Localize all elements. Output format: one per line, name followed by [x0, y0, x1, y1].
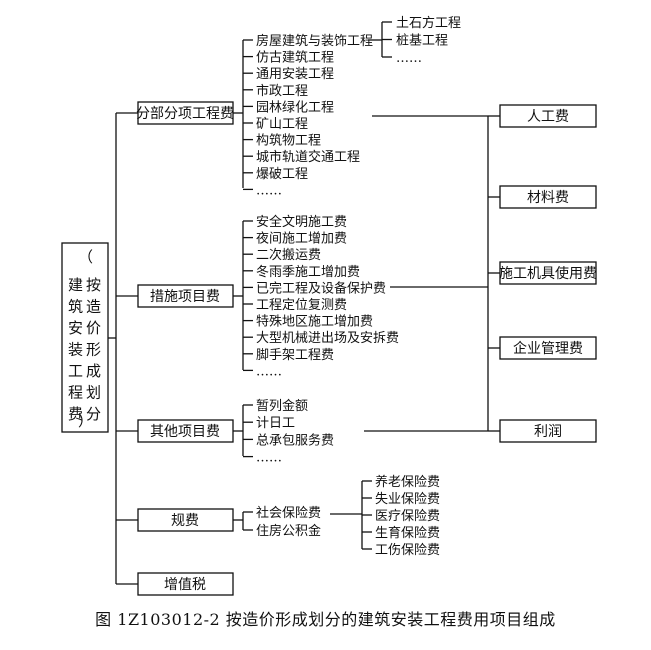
item-fbfx: 构筑物工程 [256, 133, 321, 149]
item-fbfx: 园林绿化工程 [256, 100, 334, 115]
item-csxm: 特殊地区施工增加费 [256, 315, 373, 330]
item-csxm: 安全文明施工费 [256, 214, 347, 230]
item-csxm: 脚手架工程费 [256, 347, 334, 363]
subitem-fbfx: 桩基工程 [396, 34, 448, 49]
item-csxm: 夜间施工增加费 [256, 232, 347, 247]
component-label-labor: 人工费 [527, 109, 569, 125]
item-csxm: 冬雨季施工增加费 [256, 264, 360, 280]
subitem-gf: 工伤保险费 [375, 543, 440, 558]
item-csxm: 二次搬运费 [256, 247, 321, 263]
root-label-col2: 按造价形成划分 [86, 276, 101, 423]
item-fbfx: 通用安装工程 [256, 67, 334, 82]
item-fbfx: …… [256, 183, 282, 198]
component-label-machinery: 施工机具使用费 [499, 265, 597, 282]
component-box-profit [499, 419, 597, 443]
item-gf: 社会保险费 [256, 505, 321, 521]
component-box-material [499, 185, 597, 209]
subitem-gf: 医疗保险费 [375, 509, 440, 524]
component-label-profit: 利润 [534, 424, 562, 440]
category-label-csxm: 措施项目费 [150, 289, 220, 305]
root-label-col1: 建筑安装工程费 [68, 276, 83, 423]
subitem-gf: 失业保险费 [375, 492, 440, 507]
item-fbfx: 仿古建筑工程 [256, 50, 334, 66]
item-fbfx: 房屋建筑与装饰工程 [256, 33, 373, 49]
item-csxm: 工程定位复测费 [256, 298, 347, 313]
component-box-management [499, 336, 597, 360]
category-box-zzs [137, 572, 234, 596]
item-fbfx: 市政工程 [256, 83, 308, 99]
category-label-gf: 规费 [171, 513, 199, 529]
component-box-labor [499, 104, 597, 128]
item-qtxm: 总承包服务费 [256, 432, 334, 448]
component-label-material: 材料费 [527, 190, 569, 206]
root-open-paren: （ [78, 248, 93, 266]
component-label-management: 企业管理费 [513, 340, 583, 357]
root-label: 建筑安装工程费 按造价形成划分 [68, 276, 101, 423]
figure-caption: 图 1Z103012-2 按造价形成划分的建筑安装工程费用项目组成 [95, 610, 556, 629]
item-fbfx: 爆破工程 [256, 167, 308, 182]
item-csxm: 大型机械进出场及安拆费 [256, 331, 399, 346]
subitem-gf: 生育保险费 [375, 525, 440, 541]
item-fbfx: 矿山工程 [256, 117, 308, 132]
item-fbfx: 城市轨道交通工程 [256, 149, 360, 165]
item-csxm: 已完工程及设备保护费 [256, 280, 386, 296]
item-gf: 住房公积金 [256, 523, 321, 539]
item-qtxm: 暂列金额 [256, 398, 308, 414]
subitem-fbfx: 土石方工程 [396, 15, 461, 31]
subitem-gf: 养老保险费 [375, 474, 440, 490]
component-box-machinery [499, 261, 597, 285]
root-box [61, 242, 109, 433]
root-close-paren: ） [78, 412, 93, 430]
category-label-qtxm: 其他项目费 [150, 424, 220, 440]
item-qtxm: …… [256, 451, 282, 466]
item-csxm: …… [256, 364, 282, 379]
item-qtxm: 计日工 [256, 416, 295, 431]
subitem-fbfx: …… [396, 51, 422, 66]
category-label-zzs: 增值税 [164, 577, 206, 593]
category-label-fbfx: 分部分项工程费 [136, 106, 234, 122]
